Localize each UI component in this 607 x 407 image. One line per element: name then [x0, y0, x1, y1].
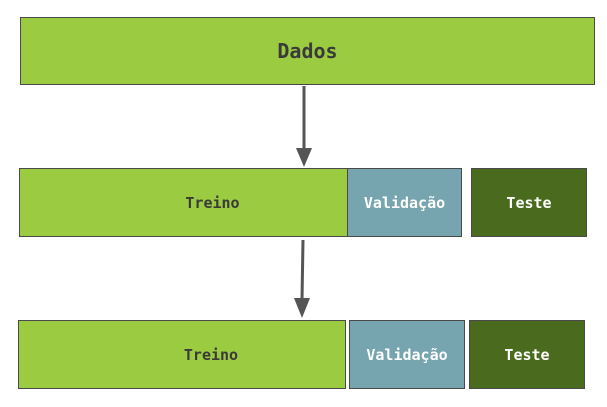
split2-train-box: Treino [18, 320, 346, 389]
split2-validation-label: Validação [366, 345, 448, 364]
split2-test-box: Teste [469, 320, 585, 389]
dados-box: Dados [20, 17, 595, 85]
arrow-dados-to-split1 [296, 86, 312, 167]
split1-test-label: Teste [506, 193, 552, 212]
split1-validation-box: Validação [347, 168, 462, 237]
split1-train-box: Treino [19, 168, 348, 237]
split2-validation-box: Validação [349, 320, 465, 389]
dados-label: Dados [277, 39, 338, 63]
split2-train-label: Treino [183, 345, 239, 364]
split2-test-label: Teste [504, 345, 550, 364]
split1-validation-label: Validação [363, 193, 446, 212]
split1-test-box: Teste [471, 168, 587, 237]
split1-train-label: Treino [185, 193, 240, 212]
arrow-split1-to-split2 [294, 239, 310, 318]
